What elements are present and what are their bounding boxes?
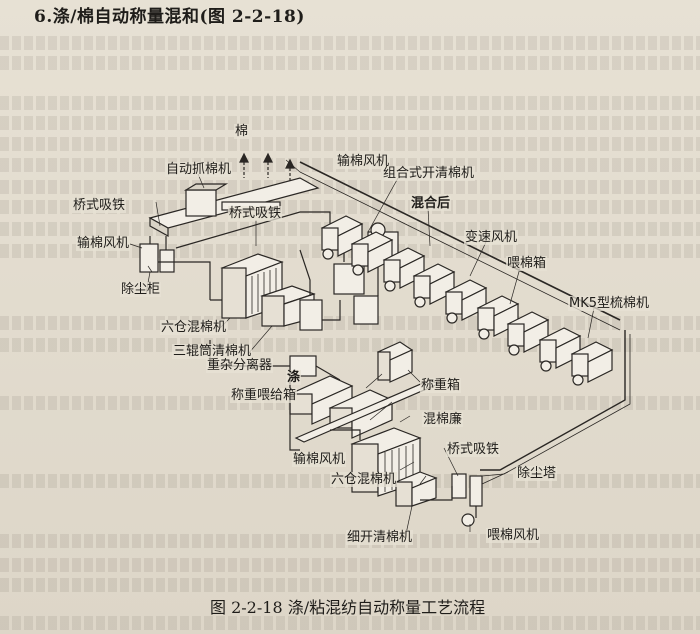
background-text-line [0,137,700,151]
background-text-line [0,558,700,572]
label-fine-opener: 细开清棉机 [346,530,414,545]
dust-cabinet-unit [139,236,211,300]
label-three-roller-cleaner: 三辊筒清棉机 [172,344,253,359]
label-cotton: 棉 [234,124,250,139]
bridge-magnet-3 [451,473,467,499]
weighing-box [376,341,414,383]
label-bridge-magnet-3: 桥式吸铁 [446,442,501,457]
arrow-up-icon [239,152,249,163]
label-feed-box: 喂棉箱 [506,256,548,271]
label-six-bin-mixer-2: 六仓混棉机 [330,472,398,487]
duct [322,300,341,321]
background-text-line [0,244,700,258]
label-dust-cabinet: 除尘柜 [120,282,162,297]
label-after-mixing: 混合后 [410,196,452,211]
label-conveyor-fan-1: 输棉风机 [76,236,131,251]
label-conveyor-fan-2: 输棉风机 [336,154,391,169]
carding-machines [320,215,614,386]
background-text-line [0,616,700,630]
arrow-up-icon [263,152,273,163]
label-mixing-conveyor: 混棉廉 [422,412,464,427]
duct [420,486,453,501]
label-bridge-magnet-2: 桥式吸铁 [228,206,283,221]
figure-caption: 图 2-2-18 涤/粘混纺自动称量工艺流程 [210,598,486,617]
duct [330,429,361,440]
arrow-up-icon [285,158,295,169]
background-text-line [0,116,700,130]
fine-opener [394,471,438,507]
label-auto-plucker: 自动抓棉机 [165,162,233,177]
background-text-line [0,36,700,50]
background-text-line [0,200,700,214]
feed-fan [461,513,475,527]
background-text-line [0,578,700,592]
background-text-line [0,56,700,70]
label-heavy-separator: 重杂分离器 [206,358,274,373]
section-heading: 6.涤/棉自动称量混和(图 2-2-18) [34,7,305,27]
label-combined-opener: 组合式开清棉机 [382,166,476,181]
return-duct [480,330,626,471]
label-dust-tower: 除尘塔 [516,466,558,481]
return-duct [481,334,631,477]
label-weighing-box: 称重箱 [420,378,462,393]
label-bridge-magnet-1: 桥式吸铁 [72,198,127,213]
duct [299,249,311,296]
cotton-inlet-arrows [243,162,291,182]
label-variable-speed-fan: 变速风机 [464,230,519,245]
carding-line [299,161,621,331]
label-six-bin-mixer-1: 六仓混棉机 [160,320,228,335]
dust-tower [469,475,483,518]
label-polyester: 涤 [286,370,302,385]
label-feed-fan: 喂棉风机 [486,528,541,543]
label-conveyor-fan-3: 输棉风机 [292,452,347,467]
label-weighing-feed-box: 称重喂给箱 [230,388,298,403]
bridge-magnet-2 [299,299,323,331]
label-carding-machine: MK5型梳棉机 [568,296,651,311]
background-text-line [0,96,700,110]
